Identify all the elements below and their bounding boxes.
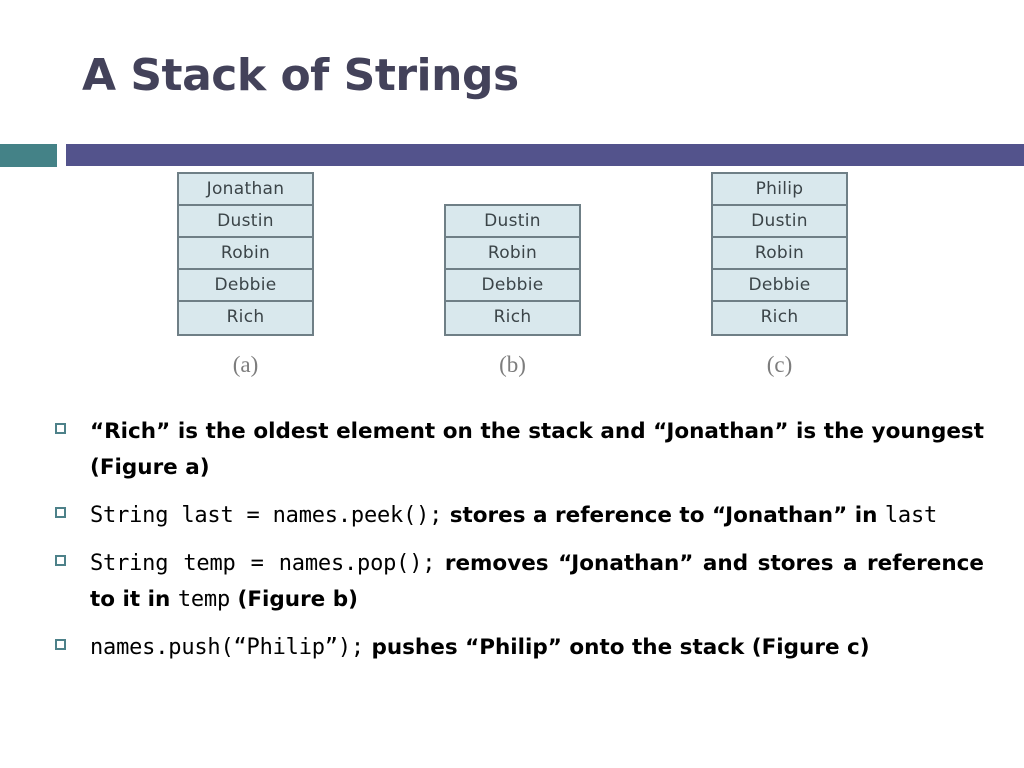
code-snippet: temp — [177, 587, 231, 612]
bullet-square-icon — [55, 507, 66, 518]
bullet-square-icon — [55, 639, 66, 650]
bullet-item: “Rich” is the oldest element on the stac… — [52, 414, 984, 486]
code-snippet: names.push(“Philip”); — [90, 635, 364, 660]
stack-cell: Dustin — [446, 206, 579, 238]
stack-cell: Debbie — [713, 270, 846, 302]
bullet-text-segment: stores a reference to “Jonathan” in — [442, 503, 885, 528]
bullet-item: String temp = names.pop(); removes “Jona… — [52, 546, 984, 618]
bullet-list: “Rich” is the oldest element on the stac… — [52, 414, 984, 678]
bullet-square-icon — [55, 423, 66, 434]
bullet-text-segment: pushes “Philip” onto the stack (Figure c… — [363, 635, 870, 660]
bullet-text: names.push(“Philip”); pushes “Philip” on… — [90, 630, 984, 666]
stack-cell: Debbie — [179, 270, 312, 302]
stack-cell: Dustin — [713, 206, 846, 238]
stack-cell: Rich — [713, 302, 846, 334]
stack-label-c: (c) — [766, 352, 793, 377]
stack-cell: Robin — [713, 238, 846, 270]
bullet-text: String temp = names.pop(); removes “Jona… — [90, 546, 984, 618]
stack-label-a: (a) — [232, 352, 259, 377]
stack-cell: Debbie — [446, 270, 579, 302]
bullet-text-segment: “Rich” is the oldest element on the stac… — [90, 419, 984, 480]
stack-cell: Rich — [446, 302, 579, 334]
bullet-text: String last = names.peek(); stores a ref… — [90, 498, 984, 534]
stack-cell: Robin — [179, 238, 312, 270]
bullet-item: String last = names.peek(); stores a ref… — [52, 498, 984, 534]
bullet-square-icon — [55, 555, 66, 566]
title-accent-rule — [0, 144, 1024, 167]
code-snippet: String temp = names.pop(); — [90, 551, 436, 576]
bullet-text-segment: removes “Jonathan” and stores a referenc… — [90, 551, 984, 612]
accent-block-teal — [0, 144, 57, 167]
stack-label-b: (b) — [499, 352, 526, 377]
stack-cell: Robin — [446, 238, 579, 270]
code-snippet: String last = names.peek(); — [90, 503, 443, 528]
bullet-text-segment: (Figure b) — [230, 587, 358, 612]
accent-bar-purple — [66, 144, 1024, 166]
stack-cell: Jonathan — [179, 174, 312, 206]
bullet-item: names.push(“Philip”); pushes “Philip” on… — [52, 630, 984, 666]
stack-cell: Rich — [179, 302, 312, 334]
bullet-text: “Rich” is the oldest element on the stac… — [90, 414, 984, 486]
code-snippet: last — [884, 503, 938, 528]
page-title: A Stack of Strings — [82, 50, 519, 101]
stack-cell: Philip — [713, 174, 846, 206]
stack-cell: Dustin — [179, 206, 312, 238]
